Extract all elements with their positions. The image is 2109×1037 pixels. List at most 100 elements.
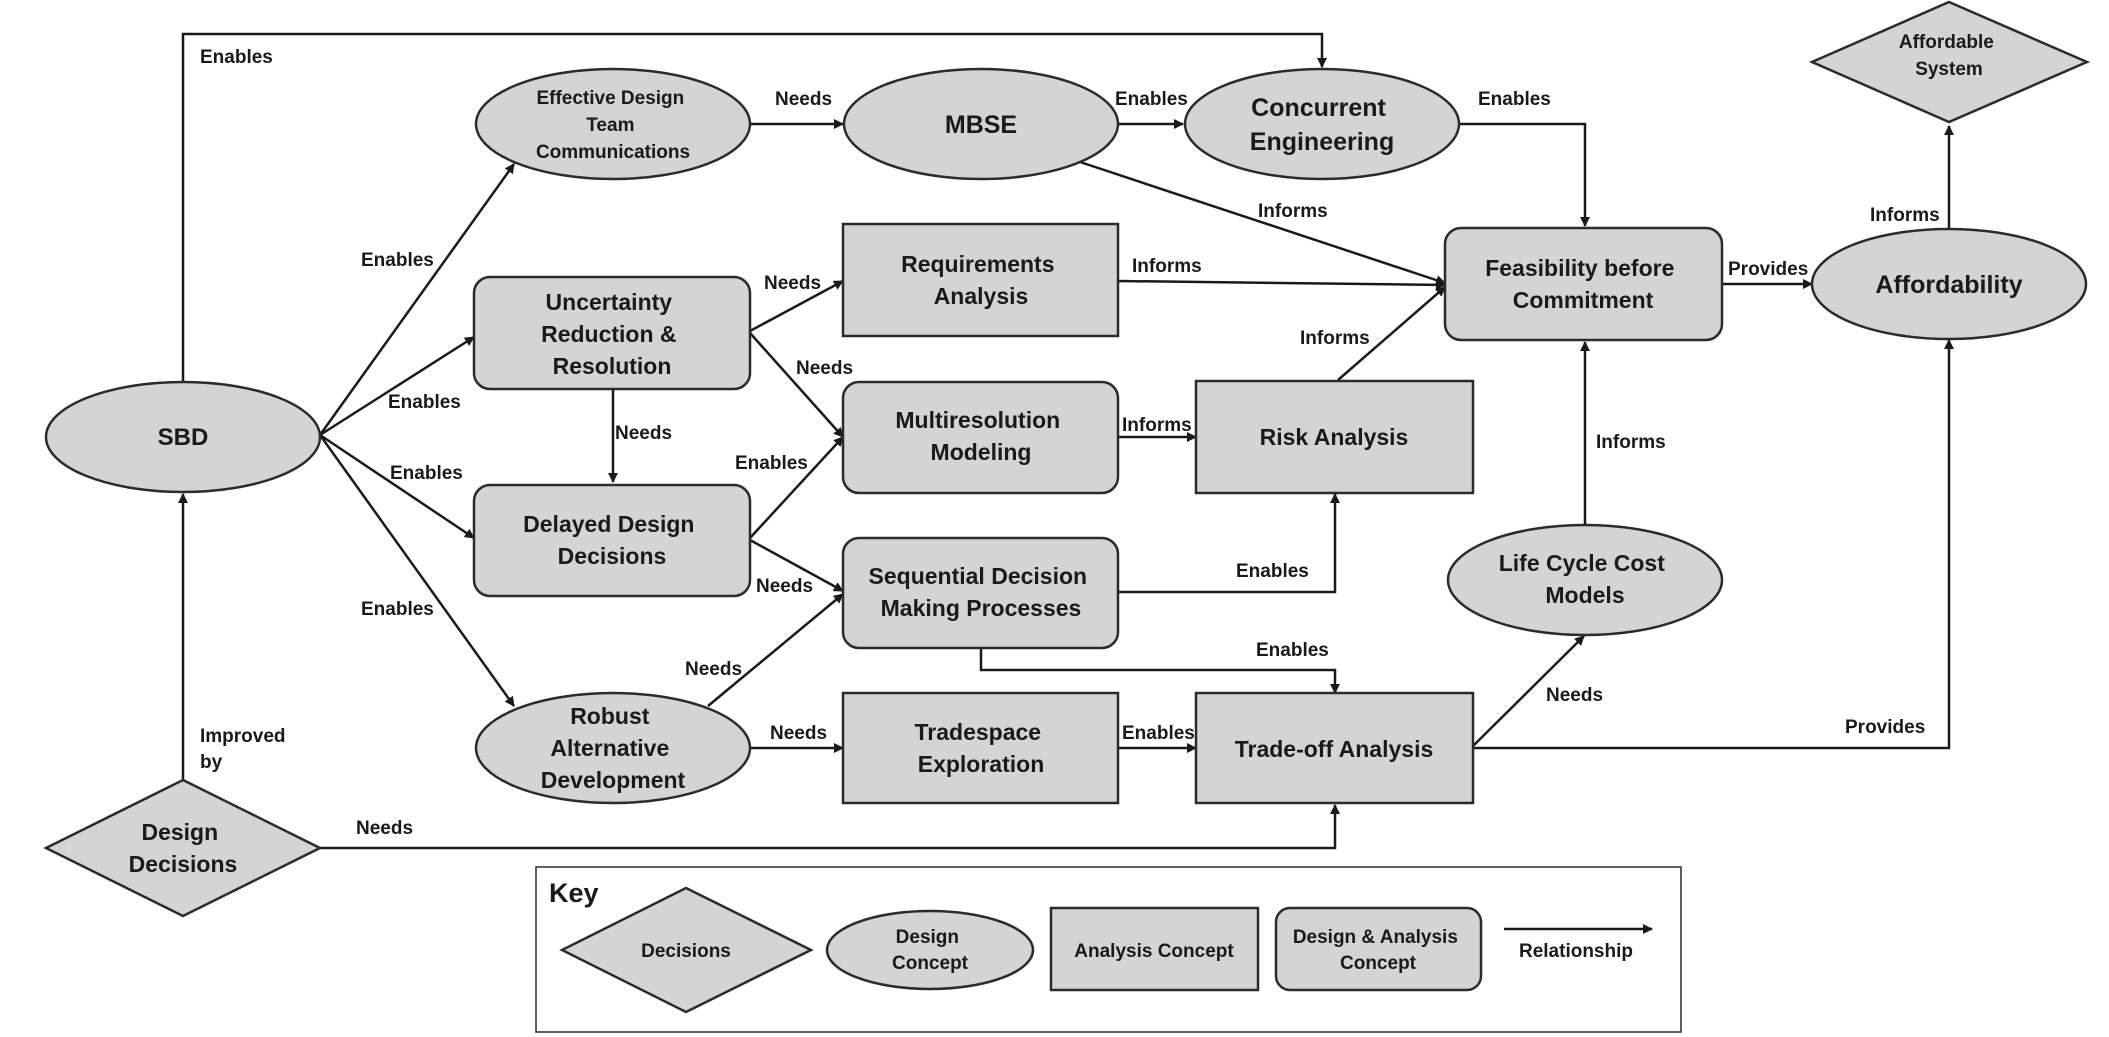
edge-dd-toa xyxy=(320,804,1340,850)
legend-decisions-shape xyxy=(559,886,814,1014)
edge-label-sbd-ddd: Enables xyxy=(390,463,463,484)
legend-item-relationship: Relationship xyxy=(1504,924,1653,962)
node-rad-shape xyxy=(474,691,752,805)
node-ce-shape xyxy=(1183,67,1461,181)
edge-sdmp-risk xyxy=(1118,493,1340,594)
node-robust-alternative-development: Robust Alternative Development xyxy=(474,691,752,805)
node-delayed-design-decisions: Delayed Design Decisions xyxy=(472,483,752,598)
node-afs-line-2: System xyxy=(1915,59,1983,80)
edge-ddd-mrm xyxy=(749,436,844,539)
node-requirements-analysis: Requirements Analysis xyxy=(841,222,1120,338)
node-lccm-line-1: Life Cycle Cost xyxy=(1499,550,1665,576)
edge-label-fbc-aff: Provides xyxy=(1728,259,1808,280)
edge-toa-lccm xyxy=(1472,635,1585,747)
edge-label-ce-fbc: Enables xyxy=(1478,89,1551,110)
edge-sbd-ce xyxy=(181,32,1327,383)
node-affordability: Affordability xyxy=(1810,227,2088,341)
node-afs-label: Affordable System xyxy=(1899,32,1999,80)
legend-decisions-label: Decisions xyxy=(641,941,731,962)
edge-label-ddd-mrm: Enables xyxy=(735,453,808,474)
node-fbc-label: Feasibility before Commitment xyxy=(1485,255,1681,313)
node-te-line-1: Tradespace xyxy=(915,719,1042,745)
legend-analysis-concept-label: Analysis Concept xyxy=(1074,941,1234,962)
node-ce-line-2: Engineering xyxy=(1250,128,1394,156)
node-ce-label: Concurrent Engineering xyxy=(1250,94,1394,156)
node-trade-off-analysis: Trade-off Analysis xyxy=(1194,691,1475,805)
edge-ra-fbc xyxy=(1117,279,1446,290)
edge-risk-fbc xyxy=(1337,286,1446,381)
edge-rad-sdmp xyxy=(707,593,844,707)
edge-label-urr-ra: Needs xyxy=(764,273,821,294)
edge-label-urr-ddd: Needs xyxy=(615,423,672,444)
edge-label-mbse-fbc: Informs xyxy=(1258,201,1328,222)
node-edtc-line-2: Team xyxy=(586,115,634,136)
node-urr-line-2: Reduction & xyxy=(541,321,676,347)
node-risk-label: Risk Analysis xyxy=(1260,424,1409,450)
edge-label-edtc-mbse: Needs xyxy=(775,89,832,110)
node-risk-analysis: Risk Analysis xyxy=(1194,379,1475,495)
node-sbd: SBD xyxy=(44,380,322,494)
node-edtc-line-1: Effective Design xyxy=(536,88,684,109)
node-dd-line-2: Decisions xyxy=(129,851,238,877)
node-urr-label: Uncertainty Reduction & Resolution xyxy=(541,289,683,379)
edge-sbd-rad xyxy=(318,434,516,707)
legend-item-analysis-concept: Analysis Concept xyxy=(1049,906,1260,992)
edge-label-aff-afs: Informs xyxy=(1870,205,1940,226)
node-mrm-line-2: Modeling xyxy=(931,439,1032,465)
edge-label-risk-fbc: Informs xyxy=(1300,328,1370,349)
node-lccm-label: Life Cycle Cost Models xyxy=(1499,550,1672,608)
node-ddd-label: Delayed Design Decisions xyxy=(523,511,701,569)
node-risk-shape xyxy=(1194,379,1475,495)
node-design-decisions: Design Decisions xyxy=(43,778,323,918)
node-rad-line-1: Robust xyxy=(570,703,650,729)
node-mrm-shape xyxy=(841,380,1120,495)
edge-label-rad-te: Needs xyxy=(770,723,827,744)
node-multiresolution-modeling: Multiresolution Modeling xyxy=(841,380,1120,495)
node-te-label: Tradespace Exploration xyxy=(915,719,1048,777)
node-mrm-label: Multiresolution Modeling xyxy=(895,407,1066,465)
node-dd-shape xyxy=(43,778,323,918)
edge-sdmp-toa xyxy=(979,648,1340,694)
node-rad-label: Robust Alternative Development xyxy=(541,703,686,793)
node-ra-line-1: Requirements xyxy=(901,251,1054,277)
node-edtc-label: Effective Design Team Communications xyxy=(536,88,690,163)
node-toa-label: Trade-off Analysis xyxy=(1235,736,1434,762)
edge-label-lccm-fbc: Informs xyxy=(1596,432,1666,453)
legend-relationship-label: Relationship xyxy=(1519,941,1633,962)
node-dd-label: Design Decisions xyxy=(129,819,238,877)
edge-label-te-toa: Enables xyxy=(1122,723,1195,744)
legend-design-analysis-concept-line-1: Design & Analysis xyxy=(1293,927,1458,948)
edge-label-dd-sbd-line-2: by xyxy=(200,752,223,773)
legend-design-concept-line-1: Design xyxy=(896,927,959,948)
node-lccm-shape xyxy=(1446,523,1724,637)
node-urr-line-3: Resolution xyxy=(553,353,672,379)
node-toa-shape xyxy=(1194,691,1475,805)
edge-label-dd-sbd-line-1: Improved xyxy=(200,726,286,747)
edge-label-mrm-risk: Informs xyxy=(1122,415,1192,436)
node-aff-label: Affordability xyxy=(1875,271,2022,299)
node-ddd-line-1: Delayed Design xyxy=(523,511,694,537)
node-fbc-line-2: Commitment xyxy=(1513,287,1654,313)
edge-mbse-fbc xyxy=(1079,160,1446,285)
legend-design-concept-shape xyxy=(825,909,1035,991)
node-effective-design-team-communications: Effective Design Team Communications xyxy=(474,67,752,181)
node-mbse-shape xyxy=(842,67,1120,181)
node-fbc-line-1: Feasibility before xyxy=(1485,255,1674,281)
legend-item-design-concept: Design Concept xyxy=(825,909,1035,991)
legend-design-analysis-concept-shape xyxy=(1274,906,1483,992)
node-urr-shape xyxy=(472,275,752,391)
node-sdmp-line-2: Making Processes xyxy=(881,595,1082,621)
edge-label-dd-toa: Needs xyxy=(356,818,413,839)
edge-label-sbd-rad: Enables xyxy=(361,599,434,620)
edge-urr-ra xyxy=(749,279,844,333)
edge-ddd-sdmp xyxy=(749,538,844,593)
edge-label-sdmp-toa: Enables xyxy=(1256,640,1329,661)
edge-sbd-ddd xyxy=(319,433,475,540)
node-rad-line-3: Development xyxy=(541,767,686,793)
node-aff-shape xyxy=(1810,227,2088,341)
edge-urr-mrm xyxy=(749,332,844,438)
edge-toa-aff xyxy=(1473,339,1954,750)
node-urr-line-1: Uncertainty xyxy=(546,289,673,315)
node-lccm-line-2: Models xyxy=(1545,582,1624,608)
legend-item-decisions: Decisions xyxy=(559,886,814,1014)
